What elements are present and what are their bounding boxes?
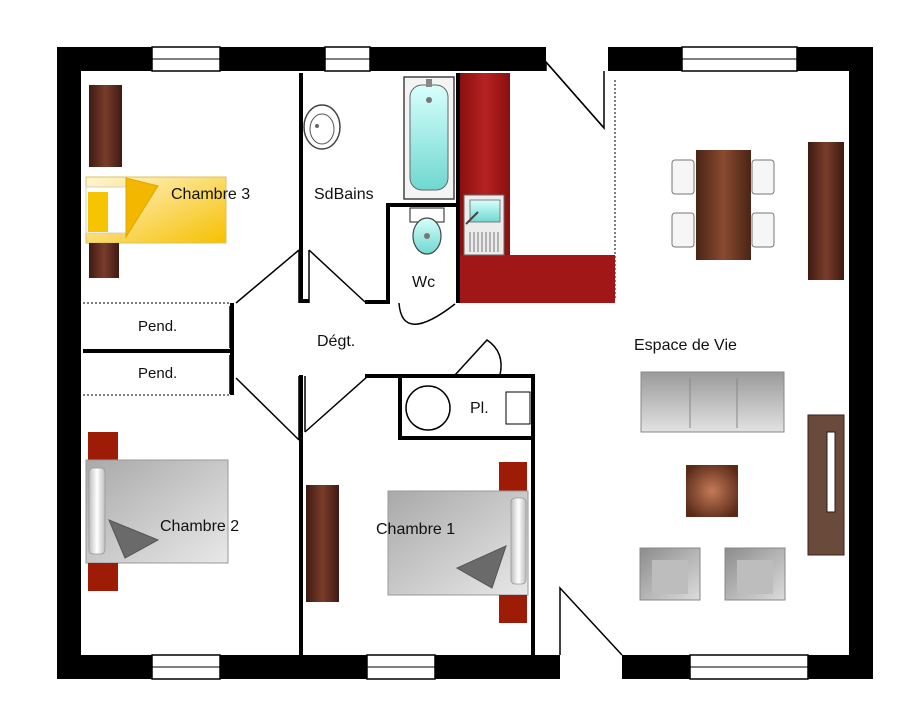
bed-chambre1: [387, 490, 529, 596]
tv-unit: [807, 414, 845, 556]
dining-table: [696, 150, 751, 260]
label-espace-de-vie: Espace de Vie: [634, 337, 737, 354]
tv-icon: [826, 431, 836, 513]
washbasin-icon: [303, 104, 341, 150]
bed-chambre2: [85, 459, 229, 564]
bathtub-icon: [403, 76, 455, 200]
wardrobe-chambre3: [89, 85, 122, 167]
chambre2-furniture: [85, 432, 229, 591]
kitchen: [460, 73, 615, 303]
bedside-table-chambre1-bottom: [499, 595, 527, 623]
water-heater-icon: [405, 385, 451, 431]
kitchen-counter-horizontal: [460, 255, 615, 303]
wardrobe-chambre1: [306, 485, 339, 602]
coffee-table: [686, 465, 738, 517]
interior-walls: [83, 73, 535, 655]
wc-furniture: [409, 207, 445, 255]
bedside-table-chambre2-bottom: [88, 563, 118, 591]
chair-icons: [671, 159, 775, 248]
label-chambre3: Chambre 3: [171, 186, 250, 203]
sideboard: [808, 142, 844, 280]
bedside-table-chambre3: [89, 243, 119, 278]
label-chambre1: Chambre 1: [376, 521, 455, 538]
label-placard: Pl.: [470, 400, 489, 417]
label-pend-bottom: Pend.: [138, 365, 177, 382]
chambre1-furniture: [306, 462, 529, 623]
label-degt: Dégt.: [317, 333, 355, 350]
bedside-table-chambre1-top: [499, 462, 527, 492]
label-wc: Wc: [412, 274, 435, 291]
label-pend-top: Pend.: [138, 318, 177, 335]
living-furniture: [639, 142, 845, 601]
closet-dividers: [83, 80, 616, 396]
label-sdbains: SdBains: [314, 186, 374, 203]
pillow-icon: [108, 519, 160, 559]
sofa-icon: [640, 371, 785, 433]
bedside-table-chambre2-top: [88, 432, 118, 460]
label-chambre2: Chambre 2: [160, 518, 239, 535]
chambre3-furniture: [85, 85, 227, 278]
sdbains-furniture: [303, 76, 455, 200]
windows: [151, 46, 809, 680]
entrance-doors: [545, 47, 623, 679]
pillow-icon: [125, 177, 159, 239]
pillow-icon: [455, 545, 507, 589]
placard-furniture: [405, 385, 531, 431]
interior-doors: [229, 249, 502, 441]
